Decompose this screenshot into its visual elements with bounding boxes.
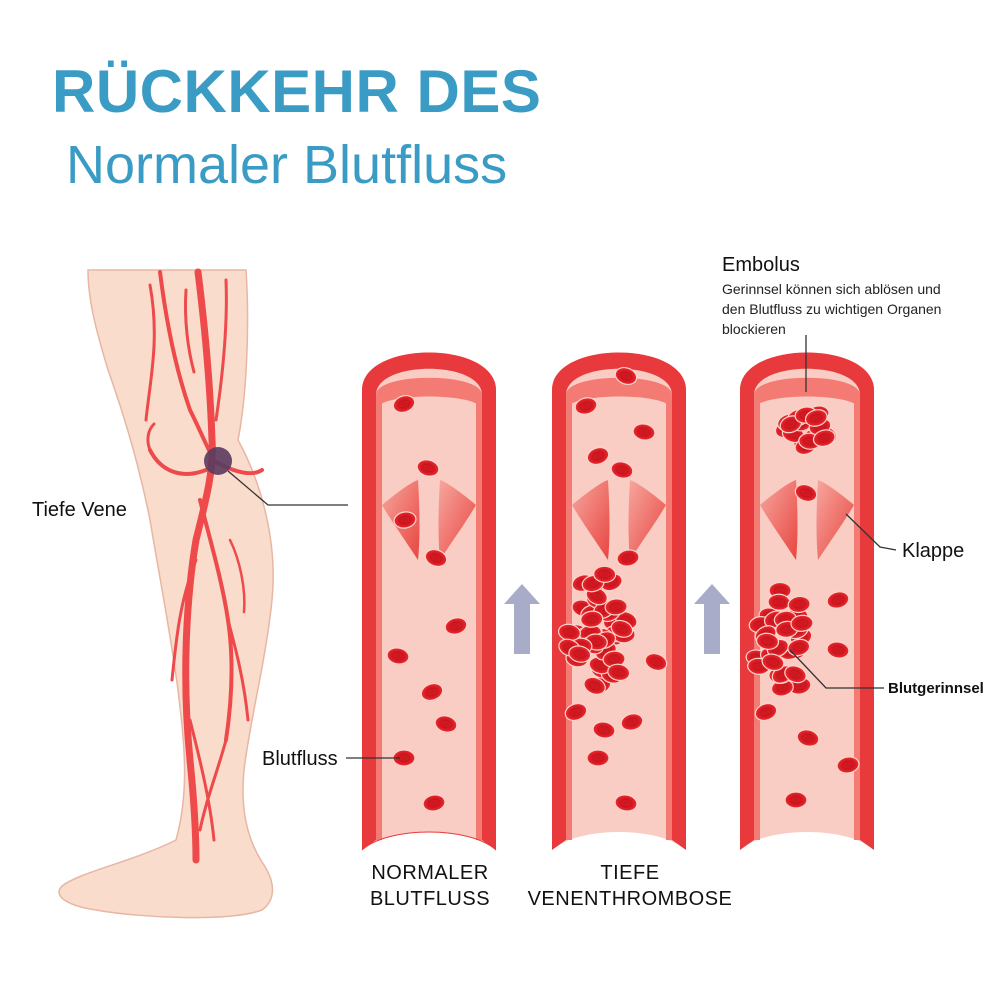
label-blood-clot: Blutgerinnsel <box>888 680 984 697</box>
red-blood-cell-icon <box>574 397 598 415</box>
red-blood-cell-icon <box>422 794 446 812</box>
red-blood-cell-icon <box>620 713 644 731</box>
caption-normal-line2: BLUTFLUSS <box>369 888 491 910</box>
red-blood-cell-icon <box>392 749 416 767</box>
red-blood-cell-icon <box>593 565 617 583</box>
red-blood-cell-icon <box>616 549 640 567</box>
red-blood-cell-icon <box>610 619 634 638</box>
red-blood-cell-icon <box>826 641 850 659</box>
red-blood-cell-icon <box>644 652 668 672</box>
red-blood-cell-icon <box>787 595 811 614</box>
red-blood-cell-icon <box>607 663 631 682</box>
embolus-title: Embolus <box>722 254 800 276</box>
red-blood-cell-icon <box>610 461 634 479</box>
red-blood-cell-icon <box>557 623 581 642</box>
caption-normal-line1: NORMALER <box>371 862 489 884</box>
label-blood-flow: Blutfluss <box>262 748 338 770</box>
red-blood-cell-icon <box>580 610 604 628</box>
red-blood-cell-icon <box>790 614 814 632</box>
red-blood-cells <box>386 366 860 812</box>
vessel-normal <box>361 352 497 851</box>
red-blood-cell-icon <box>761 653 785 672</box>
red-blood-cell-icon <box>796 729 820 747</box>
red-blood-cell-icon <box>754 702 778 722</box>
red-blood-cell-icon <box>804 409 828 427</box>
red-blood-cell-icon <box>604 598 628 616</box>
red-blood-cell-icon <box>836 756 860 774</box>
red-blood-cell-icon <box>434 715 458 733</box>
red-blood-cell-icon <box>444 617 468 635</box>
embolus-description: Gerinnsel können sich ablösen und den Bl… <box>722 281 942 337</box>
red-blood-cell-icon <box>784 665 807 684</box>
leg-illustration <box>58 268 348 919</box>
red-blood-cell-icon <box>420 682 444 702</box>
red-blood-cell-icon <box>392 394 416 414</box>
red-blood-cell-icon <box>592 721 616 739</box>
red-blood-cell-icon <box>602 650 626 668</box>
caption-normal: NORMALER BLUTFLUSS <box>345 860 515 912</box>
red-blood-cell-icon <box>564 702 588 722</box>
red-blood-cell-icon <box>794 483 818 503</box>
red-blood-cell-icon <box>386 647 410 665</box>
label-deep-vein: Tiefe Vene <box>32 499 127 521</box>
red-blood-cell-icon <box>826 591 850 609</box>
title-line-1: RÜCKKEHR DES <box>52 58 542 125</box>
red-blood-cell-icon <box>568 645 592 663</box>
red-blood-cell-icon <box>755 632 780 651</box>
red-blood-cell-icon <box>393 511 417 529</box>
red-blood-cell-icon <box>632 423 656 441</box>
red-blood-cell-icon <box>614 366 638 386</box>
red-blood-cell-icon <box>416 459 440 477</box>
red-blood-cell-icon <box>812 429 836 448</box>
red-blood-cell-icon <box>424 548 448 568</box>
red-blood-cell-icon <box>614 794 638 812</box>
title-line-2: Normaler Blutfluss <box>66 135 508 195</box>
leader-lines <box>346 335 897 759</box>
red-blood-cell-icon <box>787 638 811 657</box>
red-blood-cell-icon <box>784 791 808 809</box>
caption-dvt-line2: VENENTHROMBOSE <box>527 888 733 910</box>
red-blood-cell-icon <box>586 446 610 466</box>
red-blood-cell-icon <box>767 593 791 611</box>
caption-dvt: TIEFE VENENTHROMBOSE <box>505 860 755 912</box>
caption-dvt-line1: TIEFE <box>600 862 660 884</box>
label-valve: Klappe <box>902 540 965 562</box>
red-blood-cell-icon <box>583 676 606 695</box>
red-blood-cell-icon <box>586 749 610 767</box>
up-arrow-icon <box>504 584 730 654</box>
